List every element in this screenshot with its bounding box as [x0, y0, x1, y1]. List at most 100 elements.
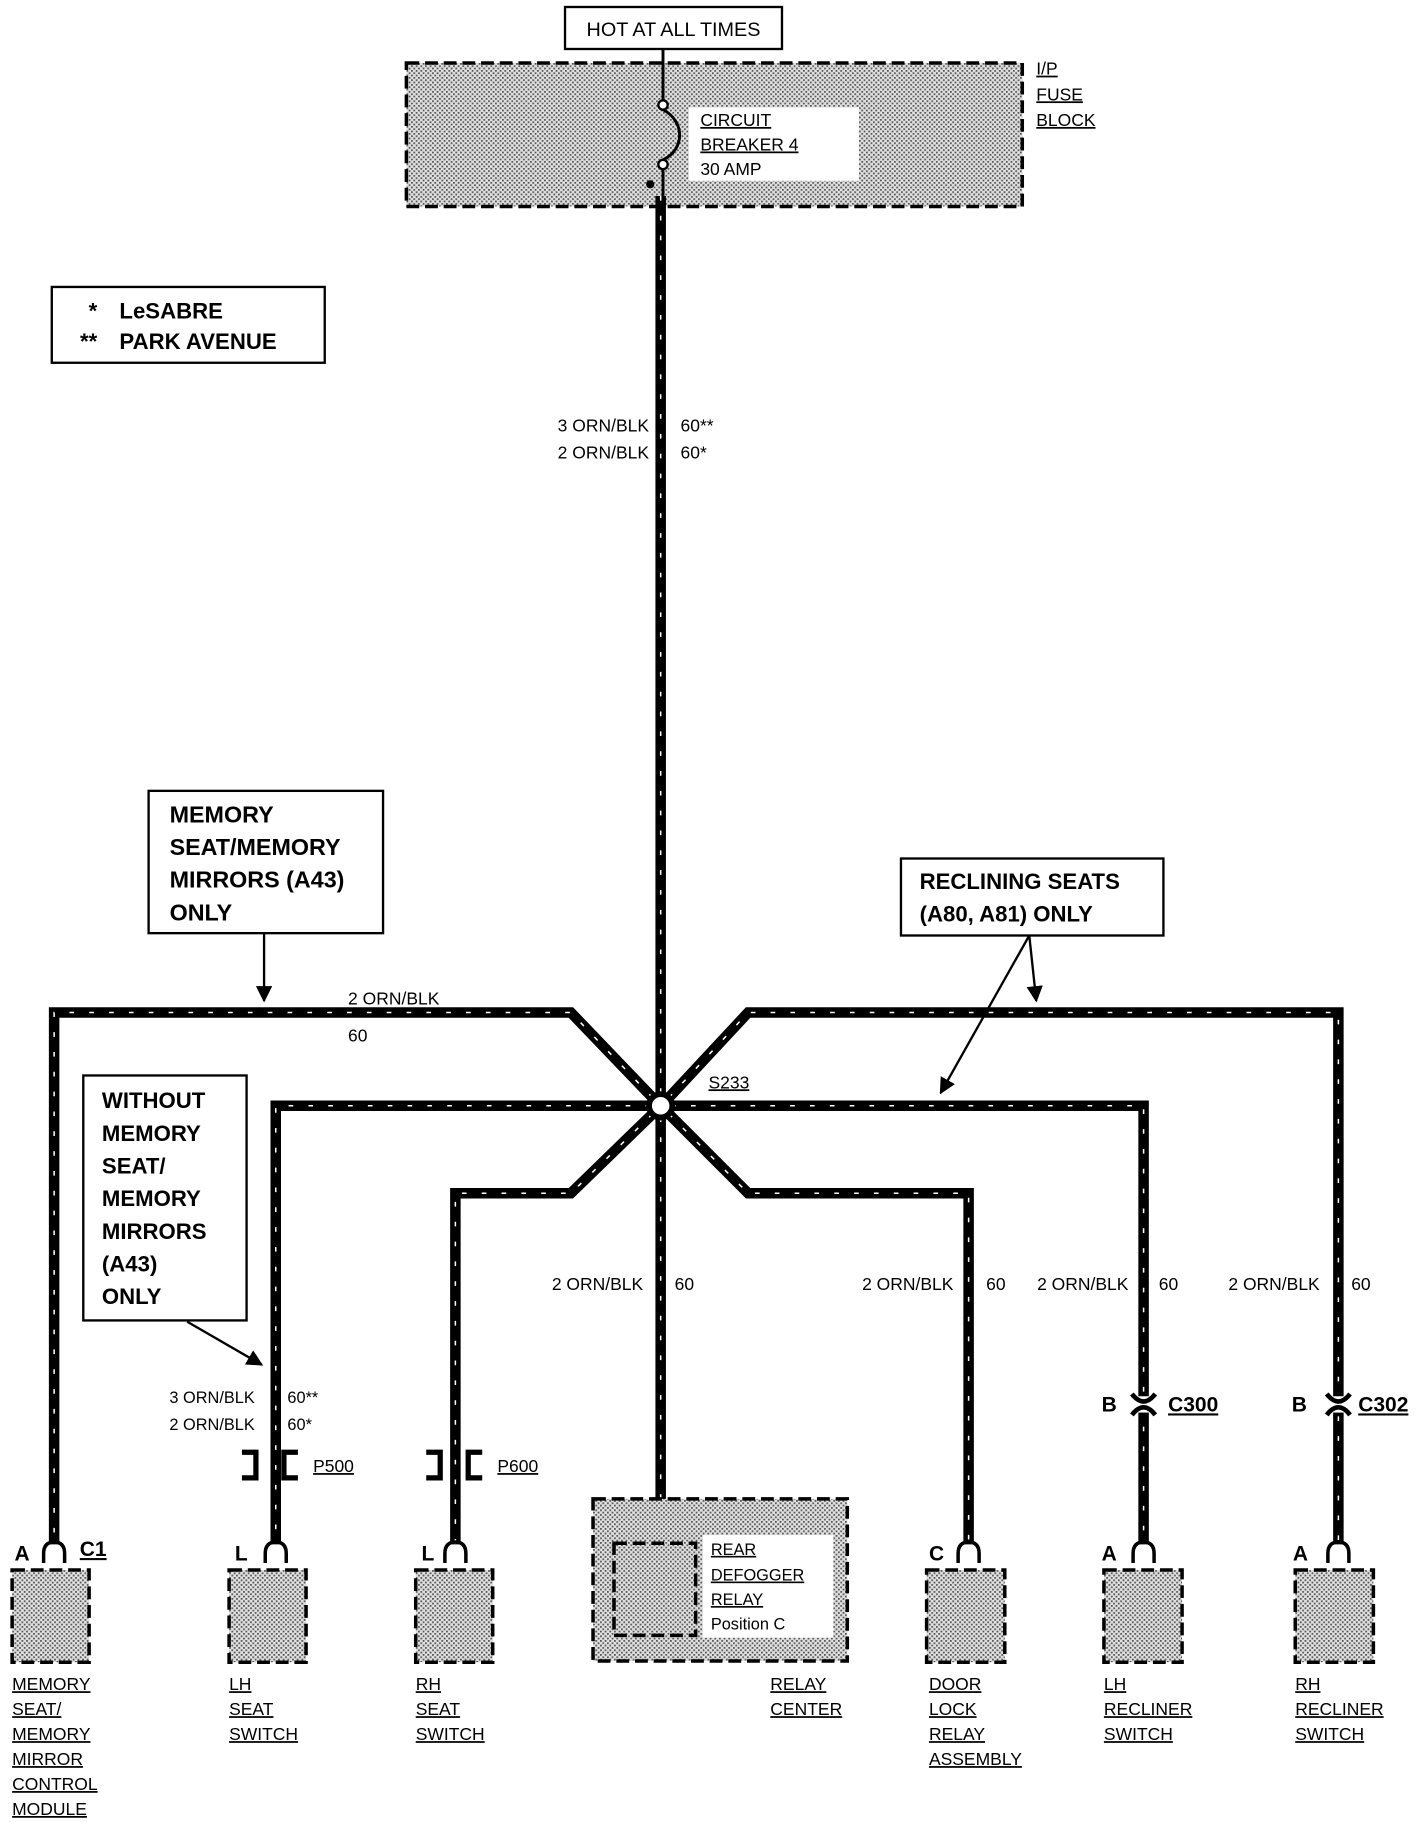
wire-lh-seat: [270, 1100, 651, 1545]
p500-connector-right-half: [281, 1449, 298, 1481]
door-lock-terminal: [956, 1540, 981, 1564]
wire-door-lock: [665, 1110, 974, 1545]
wire-memory-module: [48, 1007, 657, 1545]
memory-branch-wire-color: 2 ORN/BLK: [348, 988, 440, 1008]
legend-model-lesabre: LeSABRE: [119, 298, 222, 323]
door-lock-pin: C: [929, 1543, 944, 1566]
lh-seat-switch-label-line-2: SEAT: [229, 1699, 274, 1719]
wire-rh-recliner-hatch: [668, 1011, 1340, 1545]
rh-recliner-switch-label-line-1: RH: [1295, 1674, 1320, 1694]
memory-only-note-line-4: ONLY: [170, 899, 233, 925]
lh-seat-switch-label-line-1: LH: [229, 1674, 251, 1694]
wire-lh-recliner: [671, 1100, 1149, 1545]
legend-mark-park-avenue: **: [80, 329, 98, 354]
wire-door-lock-hatch: [668, 1113, 970, 1545]
rh-seat-terminal: [443, 1540, 468, 1564]
door-lock-relay-label-line-3: RELAY: [929, 1724, 985, 1744]
splice-label: S233: [709, 1072, 750, 1092]
door-lock-relay-box: [924, 1568, 1007, 1664]
door-lock-relay-label-line-4: ASSEMBLY: [929, 1749, 1022, 1769]
reclining-note-box: [899, 857, 1165, 937]
breaker-bus-dot: [646, 180, 655, 189]
lh-seat-wire-color-lesabre: 2 ORN/BLK: [169, 1416, 254, 1434]
door-lock-branch-circuit: 60: [986, 1274, 1006, 1294]
circuit-breaker-label-area: [688, 107, 859, 181]
memory-only-note-line-2: SEAT/MEMORY: [170, 834, 341, 860]
relay-branch-wire-color: 2 ORN/BLK: [552, 1274, 644, 1294]
reclining-note-line-1: RECLINING SEATS: [920, 869, 1120, 894]
feed-wire-color-lesabre: 2 ORN/BLK: [558, 442, 650, 462]
defogger-relay-position: Position C: [711, 1616, 786, 1634]
p600-connector-label: P600: [497, 1456, 538, 1476]
rh-recliner-switch-label-line-3: SWITCH: [1295, 1724, 1364, 1744]
memory-module-label-line-3: MEMORY: [12, 1724, 91, 1744]
circuit-breaker-label-line-2: BREAKER 4: [700, 134, 798, 154]
rh-seat-pin: L: [422, 1543, 435, 1566]
legend-box: [50, 285, 326, 364]
rh-seat-switch-label-line-1: RH: [416, 1674, 441, 1694]
lh-seat-circuit-lesabre: 60*: [287, 1416, 312, 1434]
lh-seat-switch-label: LH SEAT SWITCH: [229, 1674, 298, 1744]
memory-only-note-box: [147, 789, 385, 935]
lh-recliner-switch-label-line-3: SWITCH: [1104, 1724, 1173, 1744]
p600-connector-right-half: [465, 1449, 483, 1481]
c302-connector-bottom: [1324, 1405, 1352, 1417]
breaker-bimetal-arc: [662, 108, 681, 162]
door-lock-relay-label-line-1: DOOR: [929, 1674, 981, 1694]
fuse-block-name-line-2: FUSE: [1036, 84, 1083, 104]
defogger-relay-line-3: RELAY: [711, 1591, 763, 1609]
feed-wire-circuit-lesabre: 60*: [681, 442, 707, 462]
circuit-breaker-rating: 30 AMP: [700, 159, 761, 179]
hot-at-all-times-label: HOT AT ALL TIMES: [587, 19, 761, 41]
rh-seat-switch-label-line-3: SWITCH: [416, 1724, 485, 1744]
wire-rh-seat: [450, 1110, 657, 1545]
without-memory-note-line-7: ONLY: [102, 1284, 162, 1309]
hot-at-all-times-box: [563, 5, 784, 51]
memory-module-label-line-1: MEMORY: [12, 1674, 91, 1694]
door-lock-relay-label: DOOR LOCK RELAY ASSEMBLY: [929, 1674, 1022, 1769]
p600-connector-left-half: [426, 1449, 443, 1481]
rh-recliner-pin: A: [1293, 1543, 1308, 1566]
rh-recliner-switch-label: RH RECLINER SWITCH: [1295, 1674, 1383, 1744]
p500-connector-label: P500: [313, 1456, 354, 1476]
without-memory-note-line-6: (A43): [102, 1251, 157, 1276]
c300-pin-label: B: [1102, 1393, 1117, 1416]
splice-s233: [646, 1091, 676, 1121]
breaker-terminal-top: [657, 99, 669, 111]
without-memory-note-box: [82, 1074, 248, 1322]
wire-lh-recliner-hatch: [671, 1105, 1145, 1545]
memory-module-label-line-5: CONTROL: [12, 1774, 98, 1794]
memory-module-label-line-4: MIRROR: [12, 1749, 83, 1769]
lh-seat-switch-label-line-3: SWITCH: [229, 1724, 298, 1744]
legend-model-park-avenue: PARK AVENUE: [119, 329, 276, 354]
reclining-note-arrow-rh: [1026, 935, 1043, 1003]
lh-recliner-pin: A: [1102, 1543, 1117, 1566]
memory-module-box: [10, 1568, 91, 1664]
breaker-terminal-bottom: [657, 158, 669, 171]
lh-seat-wire-color-park-avenue: 3 ORN/BLK: [169, 1389, 254, 1407]
memory-branch-circuit: 60: [348, 1026, 368, 1046]
without-memory-note-line-3: SEAT/: [102, 1153, 166, 1178]
defogger-relay-text-area: [702, 1535, 834, 1638]
rh-recliner-switch-box: [1293, 1568, 1376, 1664]
memory-module-pin: A: [14, 1543, 29, 1566]
c302-connector-label: C302: [1358, 1393, 1408, 1416]
rh-recliner-switch-label-line-2: RECLINER: [1295, 1699, 1383, 1719]
p500-connector-left-half: [241, 1449, 259, 1481]
memory-module-terminal: [41, 1540, 67, 1564]
memory-module-label-line-6: MODULE: [12, 1799, 87, 1819]
circuit-breaker-label-line-1: CIRCUIT: [700, 110, 771, 130]
defogger-relay-box: [612, 1541, 698, 1638]
memory-only-note-line-3: MIRRORS (A43): [170, 867, 345, 893]
rh-recliner-branch-wire-color: 2 ORN/BLK: [1228, 1274, 1320, 1294]
door-lock-relay-label-line-2: LOCK: [929, 1699, 977, 1719]
reclining-note: RECLINING SEATS(A80, A81) ONLY: [920, 869, 1120, 927]
feed-wire-circuit-park-avenue: 60**: [681, 416, 714, 436]
relay-center-label-line-2: CENTER: [770, 1699, 842, 1719]
without-memory-note-line-5: MIRRORS: [102, 1219, 207, 1244]
relay-branch-circuit: 60: [675, 1274, 695, 1294]
without-memory-note-arrow: [186, 1320, 264, 1366]
